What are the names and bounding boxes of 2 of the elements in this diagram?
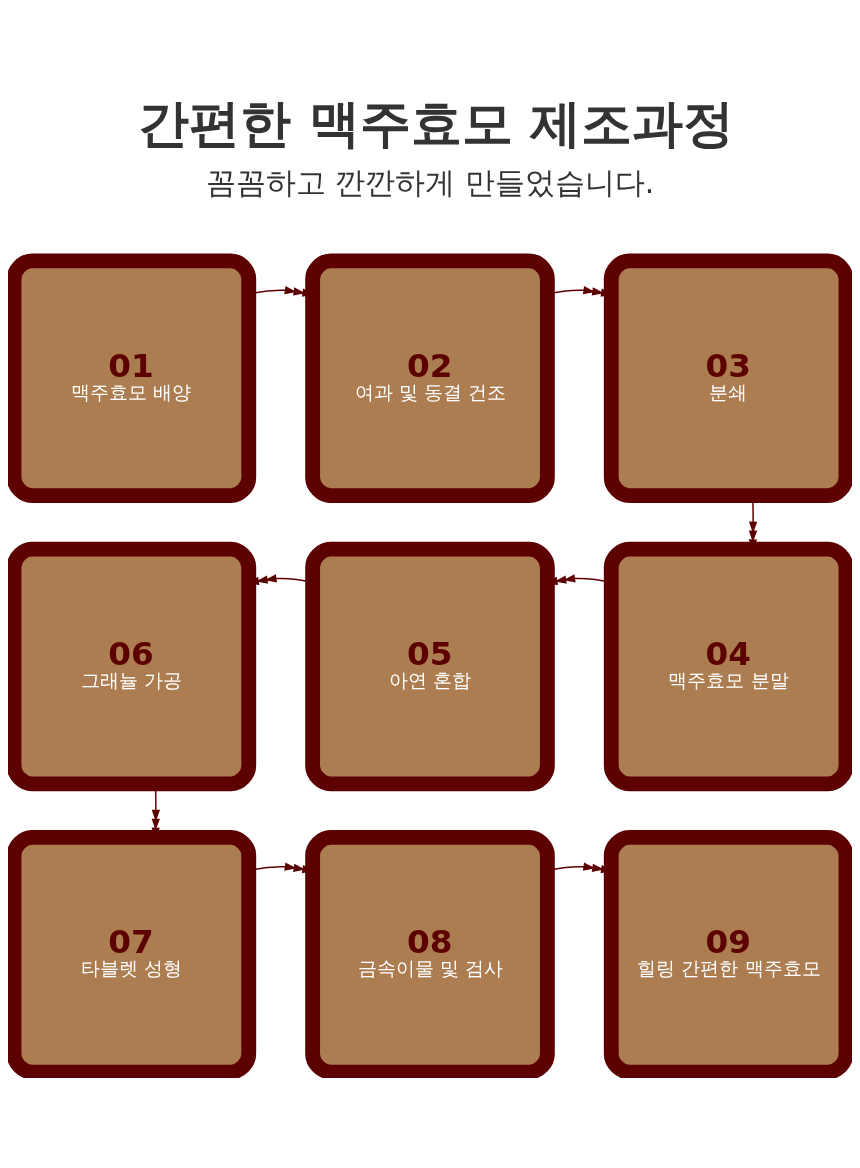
diagram-title: 간편한 맥주효모 제조과정 <box>138 93 735 153</box>
label: 꼼꼼하고 깐깐하게 만들었습니다. <box>205 164 655 200</box>
